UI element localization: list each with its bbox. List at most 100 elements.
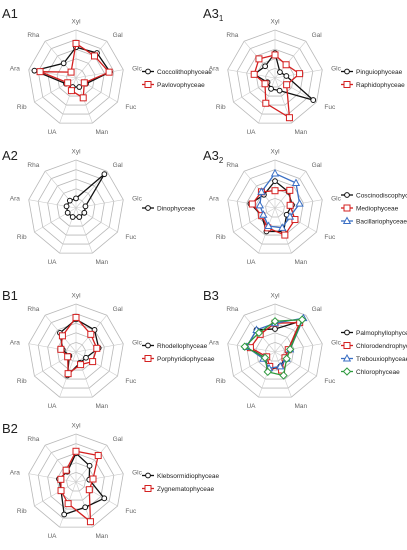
data-point <box>285 114 293 122</box>
axis-label-ua: UA <box>47 533 57 540</box>
legend-label: Klebsormidiophyceae <box>157 473 220 480</box>
axis-label-rha: Rha <box>27 436 39 443</box>
grid-spoke <box>44 445 77 483</box>
axis-label-rib: Rib <box>17 508 27 515</box>
data-point <box>93 344 101 352</box>
axis-label-glc: Glc <box>331 66 342 73</box>
axis-label-fuc: Fuc <box>125 508 137 515</box>
grid-spoke <box>75 41 108 79</box>
data-point <box>31 67 38 74</box>
axis-label-fuc: Fuc <box>324 234 336 241</box>
data-point <box>282 354 291 363</box>
legend-item: Chlorodendrophyceae <box>341 342 407 350</box>
data-point <box>89 475 97 483</box>
axis-label-rha: Rha <box>226 32 238 39</box>
series-line <box>60 450 99 524</box>
legend-swatch-marker <box>344 192 350 198</box>
grid-ring <box>47 48 105 106</box>
data-point <box>73 195 79 202</box>
axis-label-rha: Rha <box>27 306 39 313</box>
data-point <box>263 367 272 377</box>
grid-spoke <box>75 171 108 209</box>
data-point <box>262 63 269 70</box>
axis-label-xyl: Xyl <box>71 19 81 26</box>
panel-title: A32 <box>203 148 224 165</box>
data-point <box>272 326 278 332</box>
data-point <box>279 371 288 380</box>
series-dinophyceae <box>63 171 108 220</box>
axis-label-rib: Rib <box>17 234 27 241</box>
data-point <box>271 51 279 59</box>
series-bacillariophyceae <box>255 168 304 231</box>
data-point <box>83 354 89 361</box>
grid-ring <box>28 159 124 254</box>
axis-label-glc: Glc <box>331 340 342 347</box>
data-point <box>72 313 80 321</box>
data-point <box>270 168 280 177</box>
data-point <box>264 221 273 230</box>
data-point <box>286 186 294 194</box>
legend-item: Bacillariophyceae <box>341 216 407 225</box>
panel-title: B2 <box>2 421 18 436</box>
data-point <box>286 201 294 209</box>
data-point <box>85 486 93 494</box>
grid-ring <box>227 159 323 254</box>
grid-spoke <box>274 343 323 353</box>
data-point <box>285 212 295 220</box>
data-point <box>250 70 258 78</box>
data-point <box>58 332 66 340</box>
grid-ring <box>227 29 323 124</box>
axis-label-glc: Glc <box>331 196 342 203</box>
legend-swatch-marker <box>344 68 350 75</box>
grid-ring <box>56 188 96 227</box>
axis-label-xyl: Xyl <box>270 293 280 300</box>
grid-ring <box>236 39 314 115</box>
axis-label-ua: UA <box>246 129 256 136</box>
data-point <box>89 358 97 366</box>
series-line <box>243 318 304 377</box>
axis-label-fuc: Fuc <box>125 234 137 241</box>
data-point <box>297 315 307 324</box>
grid-spoke <box>75 351 93 398</box>
axis-label-xyl: Xyl <box>71 293 81 300</box>
axis-label-man: Man <box>95 259 108 266</box>
radar-panel-a1: A1XylGalGlcFucManUARibAraRhaCoccolithoph… <box>2 6 212 136</box>
grid-ring <box>37 443 115 519</box>
axis-label-fuc: Fuc <box>324 104 336 111</box>
legend-item: Pavlovophyceae <box>142 81 205 89</box>
axis-label-glc: Glc <box>132 470 143 477</box>
series-line <box>39 42 111 99</box>
axis-label-gal: Gal <box>113 32 124 39</box>
axis-label-xyl: Xyl <box>71 423 81 430</box>
axis-label-fuc: Fuc <box>125 378 137 385</box>
data-point <box>101 171 108 178</box>
axis-label-man: Man <box>95 403 108 410</box>
series-line <box>65 173 105 218</box>
grid-ring <box>28 29 124 124</box>
panel-title-subscript: 1 <box>219 14 224 23</box>
data-point <box>91 52 99 60</box>
data-point <box>276 87 283 94</box>
grid-ring <box>28 433 124 528</box>
data-point <box>86 462 93 469</box>
legend-label: Coccolithophyceae <box>157 69 212 76</box>
data-point <box>260 353 270 362</box>
axis-label-man: Man <box>95 129 108 136</box>
grid-ring <box>37 313 115 389</box>
axis-label-rib: Rib <box>216 104 226 111</box>
legend-label: Chlorodendrophyceae <box>356 343 407 350</box>
axis-label-ua: UA <box>47 403 57 410</box>
axis-label-ua: UA <box>47 129 57 136</box>
data-point <box>278 223 287 231</box>
axis-label-rib: Rib <box>17 378 27 385</box>
legend-label: Bacillariophyceae <box>356 218 407 225</box>
axis-label-ara: Ara <box>209 340 220 347</box>
legend-label: Raphidophyceae <box>356 82 405 89</box>
grid-spoke <box>75 481 118 507</box>
data-point <box>268 85 274 92</box>
